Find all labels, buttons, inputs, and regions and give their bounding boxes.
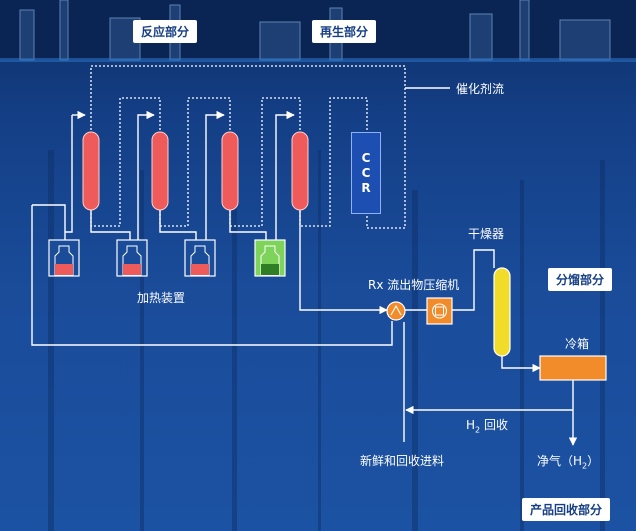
ccr-regenerator: C C R [351,132,381,214]
cold-box-label: 冷箱 [565,337,590,351]
heater4-to-reactor4 [275,110,295,240]
section-fractionation-tag: 分馏部分 [548,268,613,291]
dryer-to-coldbox [501,355,541,373]
catalyst-return-1 [90,97,161,227]
ccr-letter: C [361,150,371,165]
heaters-label: 加热装置 [137,291,186,305]
heater2-to-reactor2 [137,110,155,240]
h2-recovery-label: H2 回收 [466,418,508,435]
net-gas-label: 净气（H2） [537,454,600,471]
section-product-recovery-tag: 产品回收部分 [522,498,611,521]
reactor-2 [151,131,169,211]
heater-3 [184,239,216,277]
compressor [426,297,453,325]
dryer-vessel [493,267,511,357]
reactors [82,131,309,211]
reactor2-to-heater3 [159,210,197,240]
catalyst-return-3 [229,97,301,227]
fresh-feed-label: 新鲜和回收进料 [360,454,445,468]
heater-2 [116,239,148,277]
ccr-letter: C [361,165,371,180]
heat-exchanger [386,301,406,321]
reactor1-to-heater2 [90,210,131,240]
section-regeneration-tag: 再生部分 [312,20,377,43]
heater3-to-reactor3 [205,110,225,240]
compressor-label: Rx 流出物压缩机 [368,278,460,292]
heater-1 [48,239,80,277]
reactor-1 [82,131,100,211]
reactor3-to-heater4 [229,210,267,240]
section-reaction-tag: 反应部分 [133,20,198,43]
reactor-3 [221,131,239,211]
reactor1-bypass [65,115,73,233]
ccr-letter: R [361,180,371,195]
heater1-inlet [32,204,66,240]
catalyst-top-line [90,65,406,229]
feed-return-line [31,205,393,346]
reactor4-effluent [299,210,388,315]
compressor-to-dryer [452,249,495,311]
process-lines [31,87,578,446]
cold-box [539,355,607,381]
reactor-4 [291,131,309,211]
heater-4 [254,239,286,277]
catalyst-flow-label: 催化剂流 [456,82,505,96]
dryer-label: 干燥器 [468,227,505,241]
catalyst-return-2 [159,97,231,227]
heaters [48,239,286,277]
